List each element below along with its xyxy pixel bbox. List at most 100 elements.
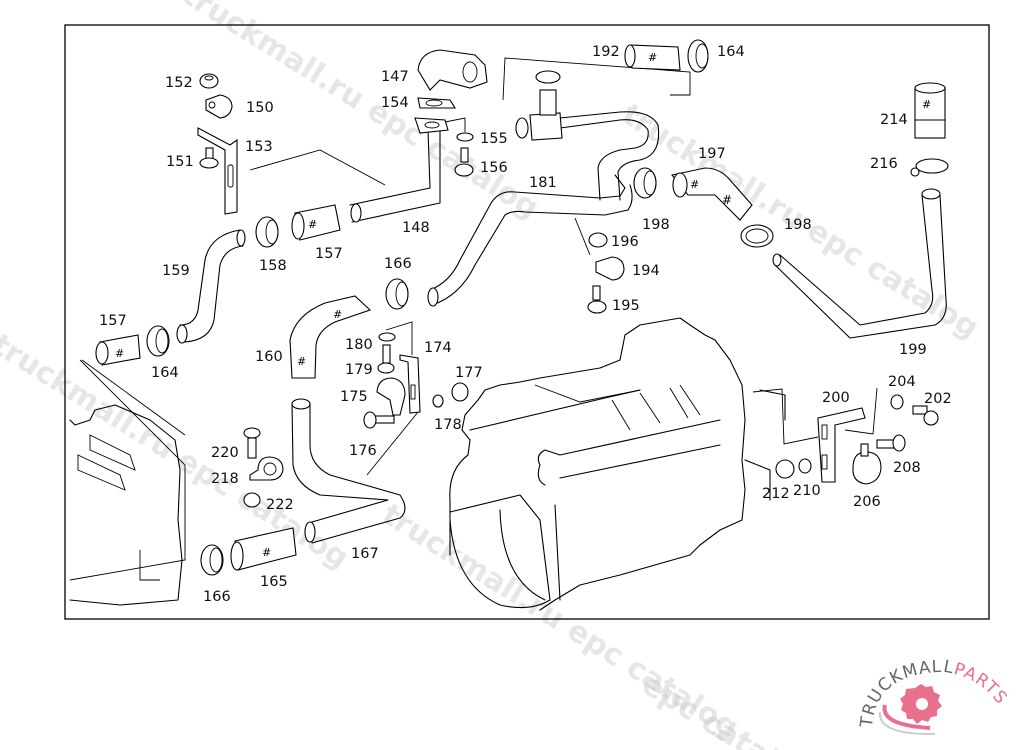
part-164-clamp-left[interactable] [146, 325, 170, 357]
callout-220[interactable]: 220 [211, 445, 239, 461]
callout-166-lower[interactable]: 166 [203, 589, 231, 605]
callout-153[interactable]: 153 [245, 139, 273, 155]
part-199-hose[interactable] [772, 188, 947, 339]
part-158-clamp[interactable] [255, 216, 279, 248]
callout-152[interactable]: 152 [165, 75, 193, 91]
callout-164-top[interactable]: 164 [717, 44, 745, 60]
callout-195[interactable]: 195 [612, 298, 640, 314]
callout-148[interactable]: 148 [402, 220, 430, 236]
callout-175[interactable]: 175 [340, 389, 368, 405]
callout-198-right[interactable]: 198 [784, 217, 812, 233]
callout-192[interactable]: 192 [592, 44, 620, 60]
callout-160[interactable]: 160 [255, 349, 283, 365]
part-194-grommet[interactable] [595, 256, 625, 281]
part-154-gasket[interactable] [417, 97, 456, 109]
callout-167[interactable]: 167 [351, 546, 379, 562]
part-152-nut[interactable] [199, 73, 219, 89]
part-222-nut[interactable] [243, 492, 261, 508]
part-218-clamp[interactable] [249, 456, 284, 481]
part-181-hose[interactable] [427, 174, 633, 307]
callout-212[interactable]: 212 [762, 486, 790, 502]
part-180-washer[interactable] [378, 332, 396, 342]
part-167-hose[interactable] [291, 398, 406, 544]
part-181-upper-pipe[interactable] [515, 70, 660, 201]
callout-208[interactable]: 208 [893, 460, 921, 476]
part-178-washer[interactable] [432, 394, 444, 408]
part-176-bolt[interactable] [363, 411, 395, 429]
callout-157[interactable]: 157 [315, 246, 343, 262]
part-206-clamp[interactable] [852, 443, 882, 485]
part-174-bracket[interactable] [399, 354, 421, 414]
part-179-bolt[interactable] [377, 344, 395, 374]
callout-157-left[interactable]: 157 [99, 313, 127, 329]
callout-166-upper[interactable]: 166 [384, 256, 412, 272]
part-214-sleeve[interactable]: # [914, 82, 946, 139]
part-165-sleeve[interactable]: # [230, 527, 297, 571]
callout-222[interactable]: 222 [266, 497, 294, 513]
part-216-clamp[interactable] [910, 158, 949, 177]
callout-154[interactable]: 154 [381, 95, 409, 111]
callout-177[interactable]: 177 [455, 365, 483, 381]
part-166-clamp-lower[interactable] [200, 544, 224, 576]
part-197-elbow[interactable]: ## [671, 167, 753, 221]
callout-156[interactable]: 156 [480, 160, 508, 176]
part-204-washer[interactable] [890, 394, 904, 410]
part-220-bolt[interactable] [243, 427, 261, 459]
callout-194[interactable]: 194 [632, 263, 660, 279]
part-202-bolt[interactable] [912, 405, 939, 426]
part-148-flange[interactable] [414, 117, 449, 134]
callout-178[interactable]: 178 [434, 417, 462, 433]
callout-174[interactable]: 174 [424, 340, 452, 356]
callout-176[interactable]: 176 [349, 443, 377, 459]
part-198-clamp-right[interactable] [740, 224, 774, 248]
callout-158[interactable]: 158 [259, 258, 287, 274]
callout-151[interactable]: 151 [166, 154, 194, 170]
part-150-grommet[interactable] [205, 94, 233, 119]
callout-159[interactable]: 159 [162, 263, 190, 279]
part-164-clamp-top[interactable] [687, 39, 709, 73]
callout-206[interactable]: 206 [853, 494, 881, 510]
part-198-clamp-center[interactable] [633, 167, 657, 199]
part-196-nut[interactable] [588, 232, 608, 248]
engine-block [449, 317, 786, 611]
part-157-sleeve-left[interactable]: # [95, 334, 141, 366]
callout-200[interactable]: 200 [822, 390, 850, 406]
callout-165[interactable]: 165 [260, 574, 288, 590]
part-212-nut[interactable] [775, 459, 795, 479]
part-151-bolt[interactable] [199, 147, 219, 169]
part-160-hose[interactable]: ## [289, 295, 372, 379]
callout-164-left[interactable]: 164 [151, 365, 179, 381]
part-153-bracket[interactable] [197, 127, 238, 215]
part-148-hose[interactable] [349, 129, 441, 223]
callout-202[interactable]: 202 [924, 391, 952, 407]
part-157-sleeve[interactable]: # [291, 204, 341, 241]
callout-218[interactable]: 218 [211, 471, 239, 487]
part-195-bolt[interactable] [587, 285, 607, 314]
part-147-elbow[interactable] [417, 49, 488, 91]
callout-179[interactable]: 179 [345, 362, 373, 378]
callout-196[interactable]: 196 [611, 234, 639, 250]
callout-210[interactable]: 210 [793, 483, 821, 499]
part-210-washer[interactable] [798, 458, 812, 474]
callout-199[interactable]: 199 [899, 342, 927, 358]
callout-204[interactable]: 204 [888, 374, 916, 390]
swoosh-icon [882, 704, 931, 730]
callout-180[interactable]: 180 [345, 337, 373, 353]
callout-197[interactable]: 197 [698, 146, 726, 162]
part-200-bracket[interactable] [817, 407, 866, 483]
callout-147[interactable]: 147 [381, 69, 409, 85]
callout-181[interactable]: 181 [529, 175, 557, 191]
part-192-sleeve[interactable]: # [624, 44, 681, 71]
callout-150[interactable]: 150 [246, 100, 274, 116]
part-156-bolt[interactable] [454, 147, 474, 177]
part-155-washer[interactable] [456, 132, 474, 142]
callout-155[interactable]: 155 [480, 131, 508, 147]
part-166-clamp-upper[interactable] [385, 278, 409, 310]
callout-198-center[interactable]: 198 [642, 217, 670, 233]
part-175-clamp[interactable] [376, 377, 406, 416]
part-208-bolt[interactable] [876, 434, 906, 452]
part-177-nut[interactable] [451, 382, 469, 402]
callout-216[interactable]: 216 [870, 156, 898, 172]
part-159-hose[interactable] [176, 229, 246, 344]
callout-214[interactable]: 214 [880, 112, 908, 128]
